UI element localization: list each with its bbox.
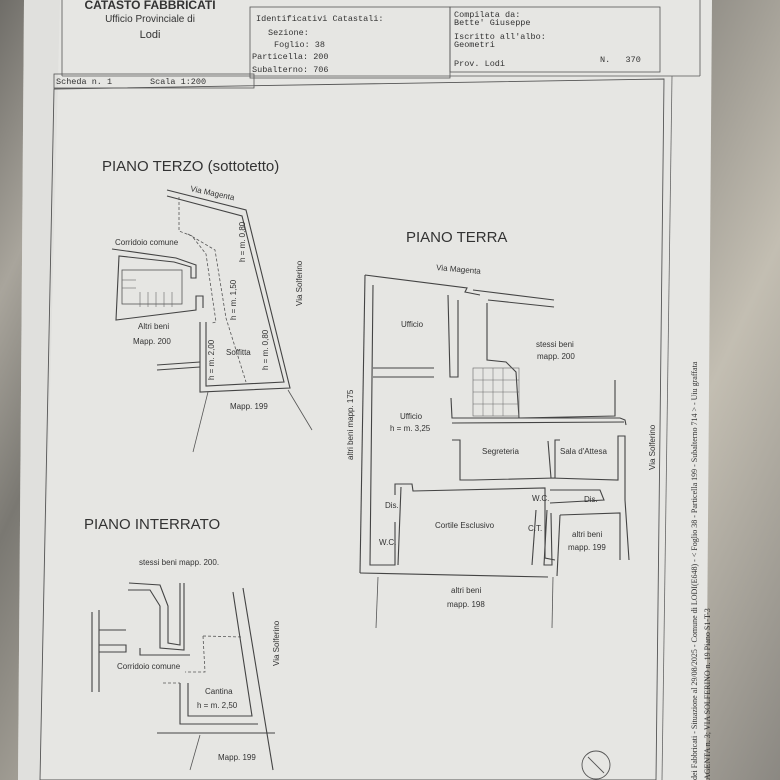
compilata-label: Compilata da: xyxy=(454,10,520,20)
drawing-frame xyxy=(39,78,665,780)
room-label: mapp. 198 xyxy=(447,600,485,609)
room-label: mapp. 199 xyxy=(568,543,606,552)
room-label: W.C. xyxy=(379,538,396,547)
room-label: altri beni xyxy=(451,586,481,595)
room-label: Ufficio xyxy=(400,412,423,421)
north-arrow-icon xyxy=(581,750,611,780)
room-height: h = m. 3,25 xyxy=(390,424,431,433)
header: CATASTO FABBRICATI Ufficio Provinciale d… xyxy=(53,0,701,89)
office-title: CATASTO FABBRICATI xyxy=(84,0,215,12)
height-label: h = m. 2,00 xyxy=(207,339,216,380)
plan-piano-terra: PIANO TERRA Via Magenta altri beni mapp.… xyxy=(346,229,657,629)
scheda: Scheda n. 1 xyxy=(56,77,112,87)
numero: N. 370 xyxy=(600,55,641,65)
room-label: Dis. xyxy=(584,495,598,504)
room-label: Mapp. 199 xyxy=(218,753,256,762)
sezione: Sezione: xyxy=(268,28,309,38)
office-subtitle: Ufficio Provinciale di xyxy=(105,14,195,25)
room-label: stessi beni xyxy=(536,340,574,349)
subalterno: Subalterno: 706 xyxy=(252,65,329,75)
plan-title: PIANO TERRA xyxy=(406,229,507,246)
particella: Particella: 200 xyxy=(252,52,329,62)
room-label: C.T. xyxy=(528,524,542,533)
plan-title: PIANO INTERRATO xyxy=(84,516,220,533)
height-label: h = m. 0,80 xyxy=(261,329,270,370)
side-caption-line1: dei Fabbricati - Situazione al 29/08/202… xyxy=(690,361,699,780)
room-label: Ufficio xyxy=(401,320,424,329)
room-label: Cortile Esclusivo xyxy=(435,521,495,530)
room-label: Sala d'Attesa xyxy=(560,447,607,456)
paper xyxy=(18,0,712,780)
height-label: h = m. 0,80 xyxy=(238,221,247,262)
room-label: Soffitta xyxy=(226,348,251,357)
plan-piano-terzo: PIANO TERZO (sottotetto) Via Magenta Cor… xyxy=(102,158,313,453)
height-label: h = m. 1,50 xyxy=(229,279,238,320)
street-label: Via Magenta xyxy=(436,263,482,276)
room-label: W.C. xyxy=(532,494,549,503)
room-label: mapp. 200 xyxy=(537,352,575,361)
room-label: Dis. xyxy=(385,501,399,510)
street-label: Via Solferino xyxy=(648,424,657,470)
provincia: Prov. Lodi xyxy=(454,59,505,69)
identificativi-label: Identificativi Catastali: xyxy=(256,14,384,24)
room-label: Corridoio comune xyxy=(117,662,181,671)
room-label: Altri beni xyxy=(138,322,169,331)
iscritto-value: Geometri xyxy=(454,40,495,50)
side-caption-line2: AGENTA n. 3; VIA SOLFERINO n. 19 Piano S… xyxy=(703,608,712,780)
room-label: Mapp. 199 xyxy=(230,402,268,411)
side-caption: dei Fabbricati - Situazione al 29/08/202… xyxy=(690,361,712,780)
office-city: Lodi xyxy=(140,29,161,41)
plan-piano-interrato: PIANO INTERRATO stessi beni mapp. 200. C… xyxy=(84,516,281,771)
room-label: Cantina xyxy=(205,687,233,696)
boundary-label: altri beni mapp. 175 xyxy=(346,389,355,460)
iscritto-label: Iscritto all'albo: xyxy=(454,32,546,42)
scala: Scala 1:200 xyxy=(150,77,206,87)
street-label: Via Solferino xyxy=(272,620,281,666)
room-label: Segreteria xyxy=(482,447,519,456)
plan-title: PIANO TERZO (sottotetto) xyxy=(102,158,279,175)
room-label: Mapp. 200 xyxy=(133,337,171,346)
room-label: stessi beni mapp. 200. xyxy=(139,558,219,567)
street-label: Via Solferino xyxy=(295,260,304,306)
room-height: h = m. 2,50 xyxy=(197,701,238,710)
room-label: altri beni xyxy=(572,530,602,539)
compilata-name: Bette' Giuseppe xyxy=(454,18,531,28)
foglio: Foglio: 38 xyxy=(274,40,325,50)
room-label: Corridoio comune xyxy=(115,238,179,247)
